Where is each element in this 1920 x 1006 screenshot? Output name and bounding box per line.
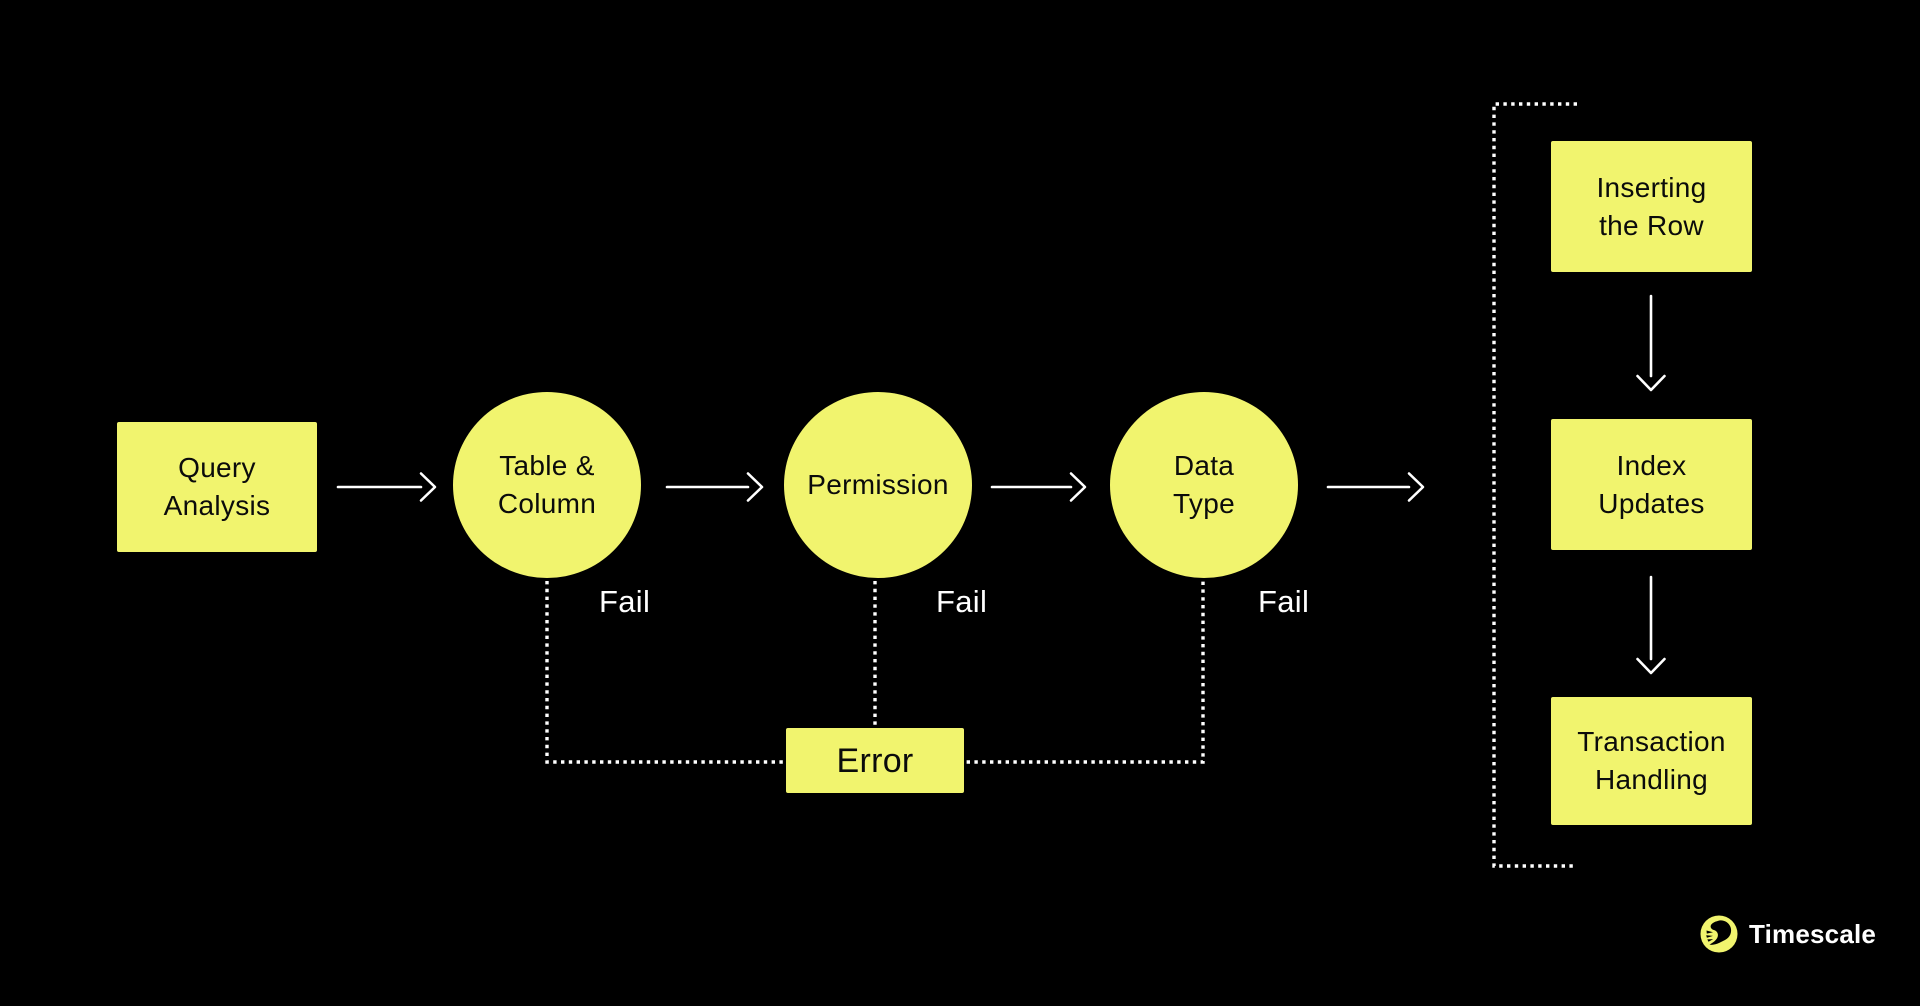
node-inserting-the-row: Inserting the Row bbox=[1551, 141, 1752, 272]
success-group-bracket bbox=[1492, 102, 1577, 868]
fail-label-permission: Fail bbox=[936, 584, 988, 619]
fail-label-table-column: Fail bbox=[599, 584, 651, 619]
arrow-head-icon bbox=[1069, 472, 1087, 502]
node-error: Error bbox=[786, 728, 964, 793]
arrow-datatype-to-success bbox=[1326, 472, 1425, 502]
arrow-head-icon bbox=[1636, 657, 1666, 675]
arrow-permission-to-datatype bbox=[990, 472, 1087, 502]
node-index-updates: Index Updates bbox=[1551, 419, 1752, 550]
arrow-query-to-table bbox=[336, 472, 437, 502]
timescale-logo: Timescale bbox=[1700, 915, 1876, 953]
arrow-head-icon bbox=[1407, 472, 1425, 502]
timescale-tiger-icon bbox=[1700, 915, 1738, 953]
arrow-table-to-permission bbox=[665, 472, 764, 502]
node-data-type: Data Type bbox=[1110, 392, 1298, 578]
arrow-inserting-to-index bbox=[1636, 294, 1666, 392]
node-transaction-handling: Transaction Handling bbox=[1551, 697, 1752, 825]
node-permission: Permission bbox=[784, 392, 972, 578]
timescale-wordmark: Timescale bbox=[1749, 918, 1877, 949]
arrow-head-icon bbox=[746, 472, 764, 502]
fail-label-data-type: Fail bbox=[1258, 584, 1310, 619]
arrow-head-icon bbox=[419, 472, 437, 502]
arrow-head-icon bbox=[1636, 374, 1666, 392]
node-query-analysis: Query Analysis bbox=[117, 422, 317, 552]
arrow-index-to-transaction bbox=[1636, 575, 1666, 675]
node-table-column: Table & Column bbox=[453, 392, 641, 578]
